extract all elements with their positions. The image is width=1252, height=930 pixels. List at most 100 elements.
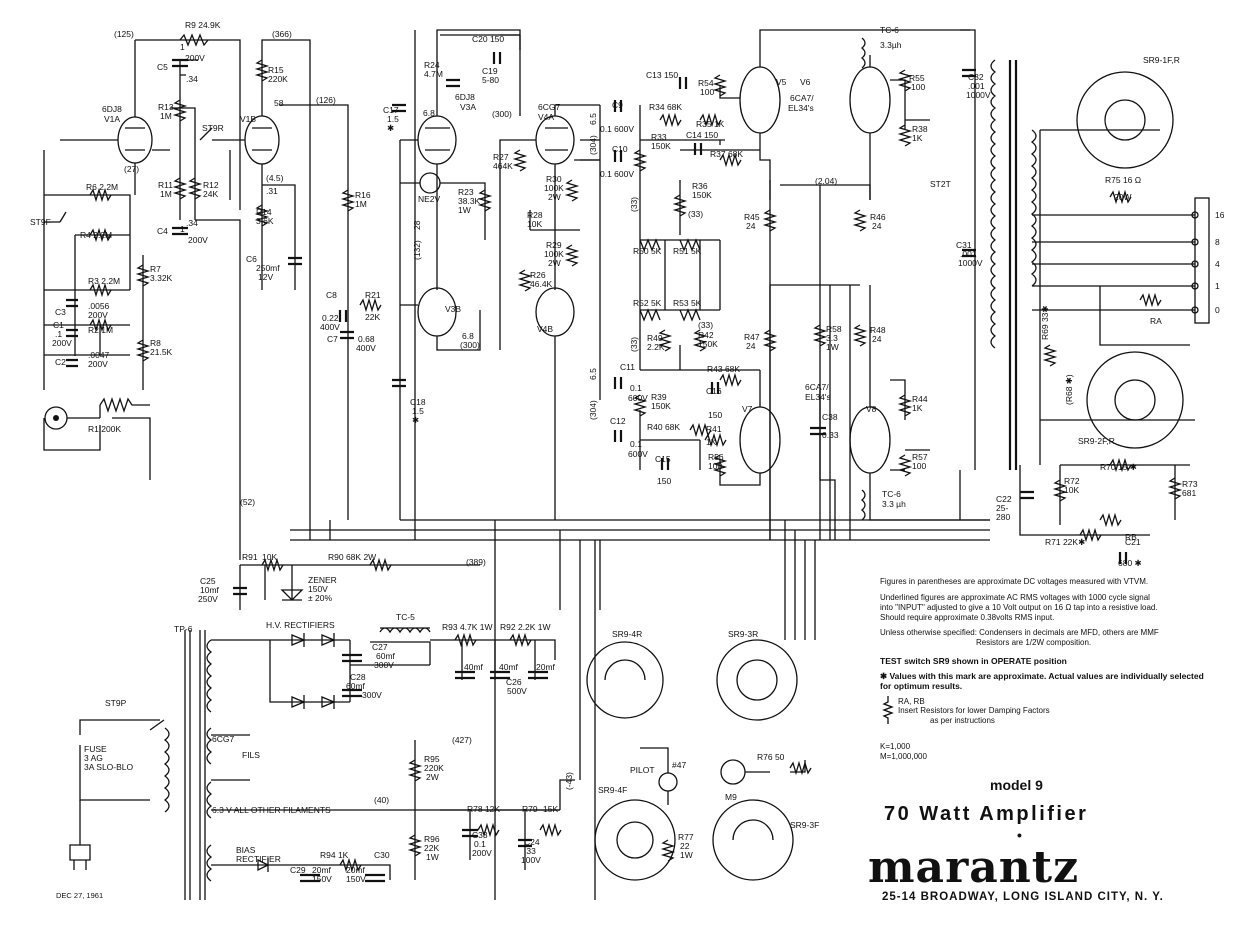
- label-c2-value: .0047: [88, 350, 110, 360]
- label-c21-value: 680 ✱: [1118, 558, 1142, 568]
- ac-34b: .34: [186, 218, 198, 228]
- label-c30-value: 20mf: [346, 865, 366, 875]
- label-c19: C19: [482, 66, 498, 76]
- label-r45-value: 24: [746, 221, 756, 231]
- note-line-2: Underlined figures are approximate AC RM…: [880, 593, 1150, 602]
- label-c4: C4: [157, 226, 168, 236]
- label-sr9-1f: SR9-1F,R: [1143, 55, 1180, 65]
- label-c17-value: 1.5: [387, 114, 399, 124]
- label-fuse-type: 3 AG: [84, 753, 103, 763]
- label-c20: C20 150: [472, 34, 504, 44]
- label-st9r: ST9R: [202, 123, 224, 133]
- label-r96: R96: [424, 834, 440, 844]
- volt-52: (52): [240, 497, 255, 507]
- label-c14: C14 150: [686, 130, 718, 140]
- label-v3a: 6DJ8: [455, 92, 475, 102]
- volt-427: (427): [452, 735, 472, 745]
- label-r47: R47: [744, 332, 760, 342]
- label-sr9-4f: SR9-4F: [598, 785, 627, 795]
- label-r51: R51 5K: [673, 246, 702, 256]
- label-c17: C17: [383, 105, 399, 115]
- label-r33-value: 150K: [651, 141, 671, 151]
- label-c18-value: 1.5: [412, 406, 424, 416]
- label-c31-value: .001: [960, 249, 977, 259]
- label-c24-volt: 100V: [521, 855, 541, 865]
- label-r21-value: 22K: [365, 312, 380, 322]
- label-c25: C25: [200, 576, 216, 586]
- output-tap-4: 4: [1215, 259, 1220, 269]
- label-c1: C1: [53, 320, 64, 330]
- label-c27-volt: 300V: [374, 660, 394, 670]
- label-c12: C12: [610, 416, 626, 426]
- note-line-5: Unless otherwise specified: Condensers i…: [880, 628, 1159, 637]
- label-r55-value: 100: [911, 82, 925, 92]
- label-v78-type: 6CA7/: [805, 382, 829, 392]
- label-c11-volt: 600V: [628, 393, 648, 403]
- label-st9f: ST9F: [30, 217, 51, 227]
- note-line-9: for optimum results.: [880, 681, 962, 691]
- label-r21: R21: [365, 290, 381, 300]
- label-fils: FILS: [242, 750, 260, 760]
- ac-31: .31: [266, 186, 278, 196]
- label-v1a: 6DJ8: [102, 104, 122, 114]
- label-c9: C9: [612, 100, 623, 110]
- label-c19-value: 5-80: [482, 75, 499, 85]
- label-r33: R33: [651, 132, 667, 142]
- label-r39-value: 150K: [651, 401, 671, 411]
- label-c29-value: 20mf: [312, 865, 332, 875]
- label-r58-value: 3.3: [826, 333, 838, 343]
- label-c15-value: 150: [657, 476, 671, 486]
- note-line-10: RA, RB: [898, 697, 925, 706]
- volt-126: (126): [316, 95, 336, 105]
- label-r73-value: 681: [1182, 488, 1196, 498]
- label-r77: R77: [678, 832, 694, 842]
- label-r44-value: 1K: [912, 403, 923, 413]
- label-c24: C24: [524, 837, 540, 847]
- label-c8: C8: [326, 290, 337, 300]
- label-r95-value: 220K: [424, 763, 444, 773]
- label-r24-value: 4.7M: [424, 69, 443, 79]
- label-r43: R43 68K: [707, 364, 740, 374]
- label-c1-value: .1: [55, 329, 62, 339]
- label-tc6a: TC-6: [880, 25, 899, 35]
- ac-58: 58: [274, 98, 284, 108]
- label-c16: C16: [706, 386, 722, 396]
- note-resistor-icon: [882, 696, 894, 724]
- note-line-7: TEST switch SR9 shown in OPERATE positio…: [880, 656, 1067, 666]
- label-r46: R46: [870, 212, 886, 222]
- label-v1a2: V1A: [104, 114, 120, 124]
- label-r6: R6 2.2M: [86, 182, 118, 192]
- label-c3-value: .0056: [88, 301, 110, 311]
- output-taps: 16 8 4 1 0: [1191, 210, 1225, 315]
- label-ne2v: NE2V: [418, 194, 441, 204]
- label-sr9-2f: SR9-2F,R: [1078, 436, 1115, 446]
- volt-40: (40): [374, 795, 389, 805]
- label-r94: R94 1K: [320, 850, 349, 860]
- label-pilot: PILOT: [630, 765, 655, 775]
- volt-4-5: (4.5): [266, 173, 284, 183]
- label-v56-type: 6CA7/: [790, 93, 814, 103]
- schematic-date: DEC 27, 1961: [56, 891, 103, 900]
- label-r57: R57: [912, 452, 928, 462]
- label-r35: R35 1K: [696, 119, 725, 129]
- label-r55: R55: [909, 73, 925, 83]
- label-r7: R7: [150, 264, 161, 274]
- label-c5: C5: [157, 62, 168, 72]
- label-c16-value: 150: [708, 410, 722, 420]
- label-r12-value: 24K: [203, 189, 218, 199]
- label-c25-value: 10mf: [200, 585, 220, 595]
- label-c10-value: 0.1 600V: [600, 169, 634, 179]
- label-c13: C13 150: [646, 70, 678, 80]
- label-r91-value: 10K: [262, 552, 277, 562]
- label-c26: C26: [506, 677, 522, 687]
- label-c4-volt: 200V: [188, 235, 208, 245]
- label-r77-watt: 1W: [680, 850, 693, 860]
- schematic-notes: Figures in parentheses are approximate D…: [880, 577, 1204, 761]
- label-r52: R52 5K: [633, 298, 662, 308]
- label-v78-type2: EL34's: [805, 392, 831, 402]
- ac-28: 28: [412, 220, 422, 230]
- note-line-4: Should require approximate 0.38volts RMS…: [880, 613, 1054, 622]
- label-r72: R72: [1064, 476, 1080, 486]
- volt-304a: (304): [588, 135, 598, 155]
- volt-132: (132): [412, 240, 422, 260]
